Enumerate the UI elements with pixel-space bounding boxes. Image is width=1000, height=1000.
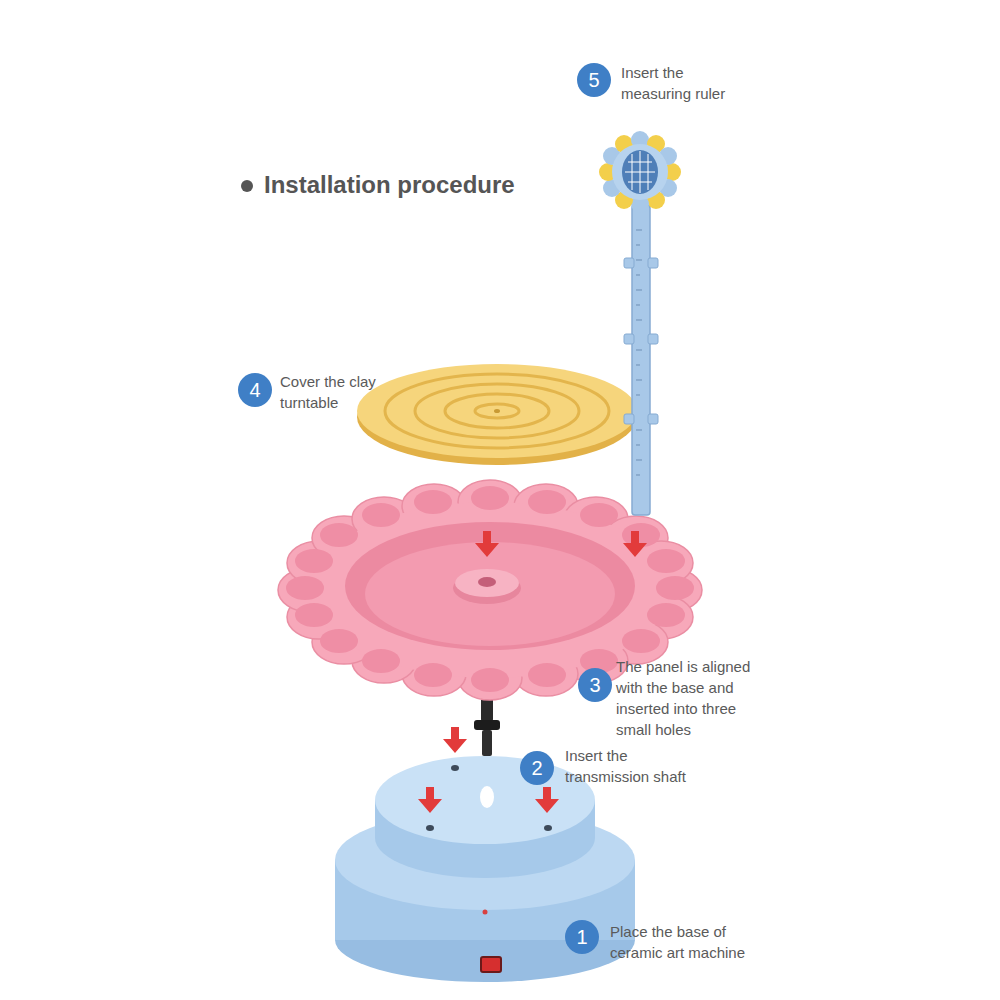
step-callout: 1 Place the base of ceramic art machine: [565, 920, 765, 963]
measuring-ruler: [648, 258, 658, 268]
step-description: Insert the measuring ruler: [621, 62, 746, 104]
clay-turntable: [415, 384, 579, 438]
paint-cup: [295, 549, 333, 573]
paint-cup: [528, 490, 566, 514]
measuring-ruler: [624, 258, 634, 268]
callout-circle: [578, 668, 612, 702]
paint-cup: [647, 603, 685, 627]
callout-circle: [565, 920, 599, 954]
paint-cup: [656, 576, 694, 600]
paint-cup: [471, 668, 509, 692]
power-switch: [481, 957, 501, 972]
transmission-shaft: [474, 720, 500, 730]
paint-cup: [414, 663, 452, 687]
center-hole: [480, 786, 494, 808]
measuring-ruler: [625, 151, 655, 193]
measuring-ruler: [624, 334, 634, 344]
pin-hole: [451, 765, 459, 771]
step-description: Place the base of ceramic art machine: [610, 921, 765, 963]
paint-cup: [362, 503, 400, 527]
direction-arrow: [443, 727, 467, 753]
pink-panel: [310, 502, 670, 678]
panel-bowl: [345, 522, 635, 650]
diagram-title: Installation procedure: [264, 171, 515, 199]
paint-cup: [647, 549, 685, 573]
callout-number: 3: [578, 668, 612, 702]
pin-hole: [544, 825, 552, 831]
paint-cup: [320, 629, 358, 653]
step-callout: 5 Insert the measuring ruler: [577, 63, 746, 104]
direction-arrow: [475, 531, 499, 557]
marker-dot: [483, 910, 488, 915]
panel-bowl: [478, 577, 496, 587]
step-description: Cover the clay turntable: [280, 371, 405, 413]
paint-cup: [320, 523, 358, 547]
measuring-ruler: [648, 334, 658, 344]
clay-turntable: [475, 404, 519, 418]
panel-bowl: [455, 569, 519, 597]
paint-cup: [528, 663, 566, 687]
clay-turntable: [385, 374, 609, 448]
clay-turntable: [445, 394, 549, 428]
machine-base: [335, 756, 635, 982]
step-description: Insert the transmission shaft: [565, 745, 705, 787]
pin-hole: [426, 825, 434, 831]
transmission-shaft: [482, 730, 492, 756]
callout-circle: [577, 63, 611, 97]
clay-turntable: [357, 364, 637, 465]
clay-turntable: [494, 409, 500, 413]
direction-arrow: [623, 531, 647, 557]
step-description: The panel is aligned with the base and i…: [616, 656, 771, 740]
measuring-ruler: [636, 230, 642, 475]
callout-number: 1: [565, 920, 599, 954]
callout-number: 2: [520, 751, 554, 785]
paint-cup: [286, 576, 324, 600]
paint-cup: [471, 486, 509, 510]
direction-arrow: [418, 787, 442, 813]
paint-cup: [622, 629, 660, 653]
measuring-ruler: [612, 144, 668, 200]
callout-circle: [238, 373, 272, 407]
measuring-ruler: [632, 205, 650, 515]
paint-cup: [580, 503, 618, 527]
paint-cup: [414, 490, 452, 514]
callout-number: 4: [238, 373, 272, 407]
measuring-ruler: [599, 131, 681, 515]
paint-cup: [362, 649, 400, 673]
paint-cup: [295, 603, 333, 627]
measuring-ruler: [624, 414, 634, 424]
clay-turntable: [357, 364, 637, 458]
callout-number: 5: [577, 63, 611, 97]
measuring-ruler: [648, 414, 658, 424]
measuring-ruler: [622, 150, 658, 194]
panel-bowl: [365, 542, 615, 646]
step-callout: 4Cover the clay turntable: [238, 373, 405, 413]
direction-arrow: [535, 787, 559, 813]
callout-circle: [520, 751, 554, 785]
title-bullet: [241, 180, 253, 192]
machine-base: [375, 756, 595, 844]
panel-bowl: [345, 522, 635, 650]
step-callout: 2Insert the transmission shaft: [520, 751, 705, 787]
step-callout: 3The panel is aligned with the base and …: [578, 668, 771, 740]
